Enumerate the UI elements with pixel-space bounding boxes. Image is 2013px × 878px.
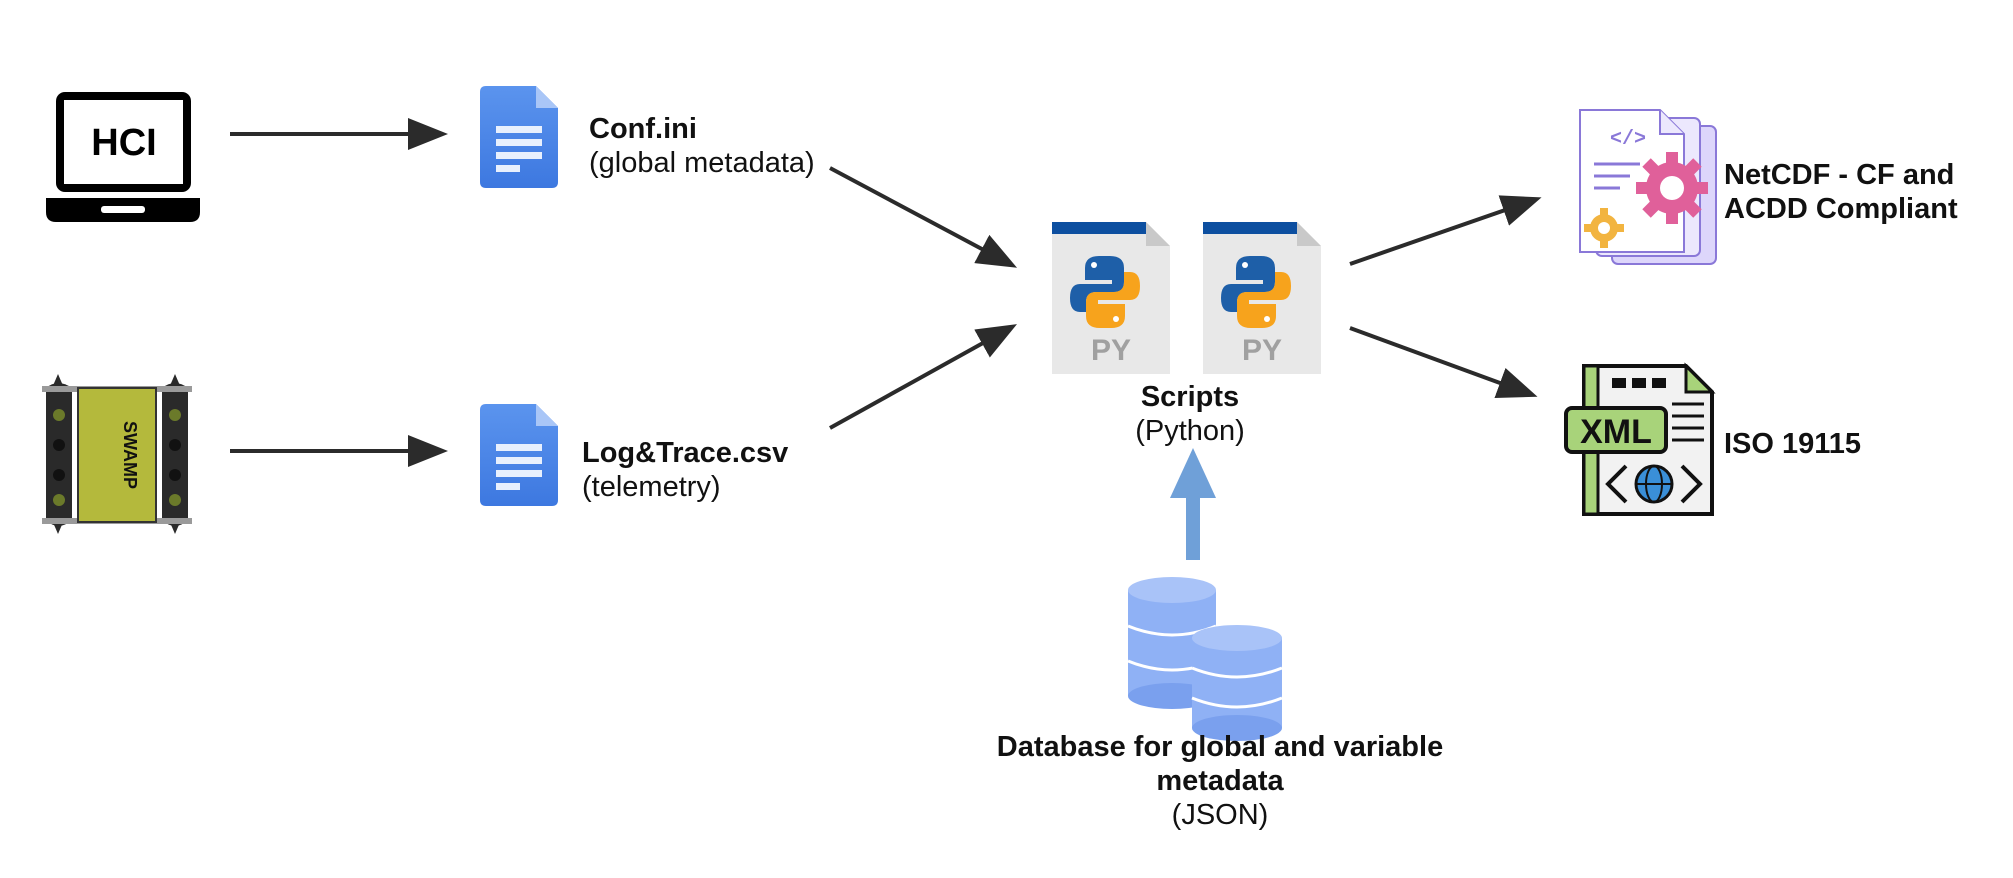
database-label: Database for global and variable metadat… bbox=[960, 730, 1480, 832]
conf-label: Conf.ini (global metadata) bbox=[589, 112, 815, 180]
arrow-database-to-scripts bbox=[1170, 448, 1216, 560]
arrow-conf-to-scripts bbox=[829, 166, 1018, 268]
netcdf-line2: ACDD Compliant bbox=[1724, 193, 1958, 225]
xml-label: XML bbox=[1580, 413, 1652, 451]
log-name: Log&Trace.csv bbox=[582, 437, 789, 469]
py-label-left: PY bbox=[1091, 334, 1131, 367]
iso-label: ISO 19115 bbox=[1724, 427, 1861, 461]
arrow-scripts-to-iso bbox=[1349, 326, 1538, 399]
netcdf-document-icon: </> bbox=[1579, 109, 1717, 265]
conf-desc: (global metadata) bbox=[589, 147, 815, 179]
database-icon bbox=[1127, 577, 1283, 741]
scripts-label: Scripts (Python) bbox=[1080, 380, 1300, 448]
netcdf-line1: NetCDF - CF and bbox=[1724, 159, 1955, 191]
arrow-scripts-to-netcdf bbox=[1349, 195, 1542, 266]
conf-document-icon bbox=[480, 86, 558, 188]
swamp-robot-icon: SWAMP bbox=[42, 374, 192, 534]
database-name-line2: metadata bbox=[1156, 765, 1284, 797]
iso-name: ISO 19115 bbox=[1724, 428, 1862, 460]
py-label-right: PY bbox=[1242, 334, 1282, 367]
svg-text:</>: </> bbox=[1610, 128, 1646, 151]
log-desc: (telemetry) bbox=[582, 471, 721, 503]
database-desc: (JSON) bbox=[1171, 799, 1269, 831]
arrow-log-to-scripts bbox=[829, 324, 1017, 430]
hci-label: HCI bbox=[91, 122, 156, 164]
conf-name: Conf.ini bbox=[589, 113, 697, 145]
log-label: Log&Trace.csv (telemetry) bbox=[582, 436, 788, 504]
log-document-icon bbox=[480, 404, 558, 506]
scripts-desc: (Python) bbox=[1135, 415, 1245, 447]
iso-xml-document-icon: XML bbox=[1564, 362, 1716, 516]
python-script-icon-left: PY bbox=[1052, 222, 1170, 374]
netcdf-label: NetCDF - CF and ACDD Compliant bbox=[1724, 158, 1958, 226]
swamp-label: SWAMP bbox=[120, 421, 140, 489]
database-name-line1: Database for global and variable bbox=[996, 731, 1444, 763]
python-script-icon-right: PY bbox=[1203, 222, 1321, 374]
hci-laptop-icon: HCI bbox=[46, 92, 200, 222]
scripts-name: Scripts bbox=[1140, 381, 1240, 413]
